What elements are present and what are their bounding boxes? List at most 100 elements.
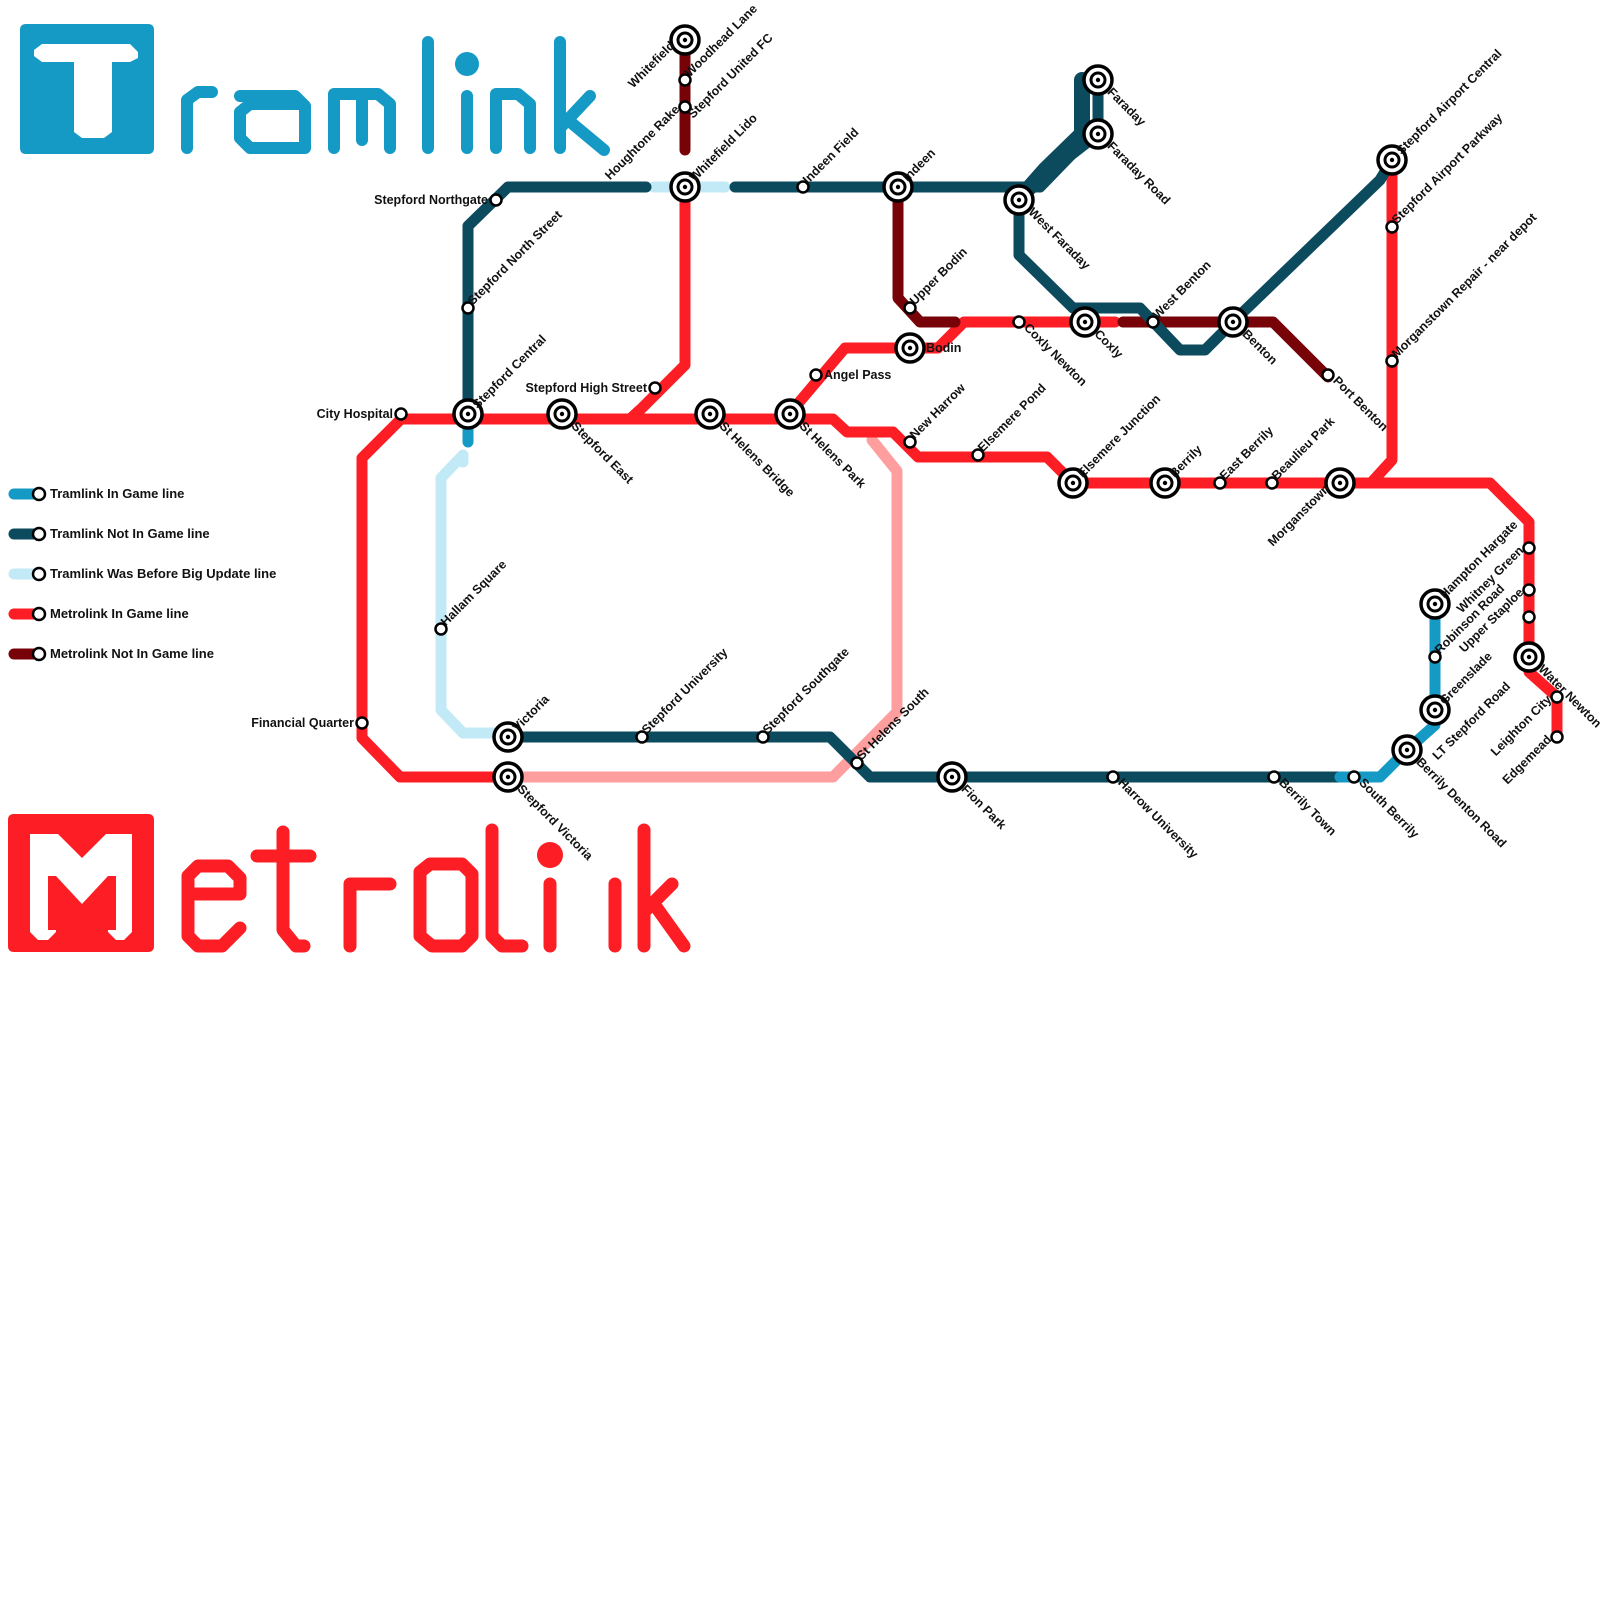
interchange-core-bodin [907, 345, 913, 351]
legend-station-icon [31, 566, 47, 582]
tramlink-logo-letter-m [328, 88, 396, 154]
station-label-st-helens-bridge: St Helens Bridge [717, 419, 798, 500]
station-label-hallam-square: Hallam Square [438, 557, 509, 628]
station-label-morganstown-repair-near-depot: Morganstown Repair - near depot [1389, 210, 1540, 361]
station-icon-harrow-university [1106, 770, 1120, 784]
station-label-benton: Benton [1240, 327, 1280, 367]
interchange-core-coxly [1082, 319, 1088, 325]
interchange-core-hampton-hargate [1432, 601, 1438, 607]
station-label-houghtone-rake: Houghtone Rake [602, 102, 682, 182]
legend-station-icon [31, 646, 47, 662]
station-label-south-berrily: South Berrily [1356, 776, 1421, 841]
metro-line-bodin [784, 342, 919, 419]
station-label-indeen-field: Indeen Field [800, 125, 861, 186]
station-label-financial-quarter: Financial Quarter [251, 716, 354, 730]
station-icon-financial-quarter [355, 716, 369, 730]
logos: Tramlink / Metrolink [8, 24, 691, 953]
station-icon-upper-bodin [903, 301, 917, 315]
station-label-berrily-town: Berrily Town [1276, 776, 1339, 839]
interchange-core-whitefield [682, 37, 688, 43]
station-icon-stepford-high-street [648, 381, 662, 395]
station-label-port-benton: Port Benton [1330, 374, 1390, 434]
station-label-berrily-denton-road: Berrily Denton Road [1414, 755, 1509, 850]
station-icon-berrily-town [1267, 770, 1281, 784]
station-icon-coxly-newton [1012, 315, 1026, 329]
station-label-upper-bodin: Upper Bodin [907, 245, 970, 308]
tramlink-logo-letter-r [181, 86, 218, 154]
station-icon-stepford-united-fc [678, 100, 692, 114]
station-label-victoria: Victoria [510, 691, 553, 734]
tram-nig-line-northgate [462, 181, 652, 425]
station-label-west-faraday: West Faraday [1026, 205, 1093, 272]
station-icon-stepford-north-street [461, 301, 475, 315]
tramlink-logo-letter-t [34, 44, 138, 138]
station-label-stepford-north-street: Stepford North Street [465, 207, 565, 307]
interchange-core-water-newton [1526, 654, 1532, 660]
legend-station-icon [31, 486, 47, 502]
legend-label: Metrolink Not In Game line [50, 646, 214, 661]
station-icon-beaulieu-park [1265, 476, 1279, 490]
station-icon-st-helens-south [850, 756, 864, 770]
station-label-new-harrow: New Harrow [907, 381, 968, 442]
station-label-berrily: Berrily [1167, 442, 1205, 480]
legend-label: Tramlink In Game line [50, 486, 184, 501]
interchange-core-stepford-central [465, 411, 471, 417]
legend-label: Tramlink Was Before Big Update line [50, 566, 276, 581]
tramlink-logo-letter-k [554, 36, 610, 156]
station-icon-east-berrily [1213, 476, 1227, 490]
interchange-core-faraday [1095, 77, 1101, 83]
station-icon-morganstown-repair-near-depot [1385, 354, 1399, 368]
interchange-core-st-helens-park [787, 411, 793, 417]
station-label-fion-park: Fion Park [959, 782, 1009, 832]
station-icon-stepford-southgate [756, 730, 770, 744]
metro-line-airport [1365, 154, 1398, 489]
metrolink-logo-letters-ink [543, 823, 691, 953]
metro-former-line-victoria [502, 434, 903, 783]
stations [355, 24, 1564, 793]
station-icon-angel-pass [809, 368, 823, 382]
station-icon-stepford-northgate [489, 193, 503, 207]
station-label-coxly: Coxly [1092, 327, 1126, 361]
metrolink-logo-dot [537, 842, 563, 868]
legend-label: Metrolink In Game line [50, 606, 189, 621]
interchange-core-berrily-denton-road [1404, 747, 1410, 753]
station-label-morganstown: Morganstown [1265, 482, 1332, 549]
metrolink-logo-letter-o [413, 857, 479, 953]
station-label-faraday: Faraday [1105, 85, 1149, 129]
station-icon-woodhead-lane [678, 73, 692, 87]
tramlink-logo-letters-in [461, 88, 536, 154]
interchange-core-west-faraday [1016, 197, 1022, 203]
metrolink-logo-letter-r [343, 877, 397, 953]
station-label-elsemere-pond: Elsemere Pond [975, 381, 1049, 455]
station-label-stepford-central: Stepford Central [470, 332, 549, 411]
station-label-whitefield-lido: Whitefield Lido [687, 111, 760, 184]
legend-label: Tramlink Not In Game line [50, 526, 210, 541]
station-icon-new-harrow [903, 435, 917, 449]
tramlink-logo-dot [455, 52, 479, 76]
station-label-elsemere-junction: Elsemere Junction [1075, 392, 1163, 480]
interchange-core-faraday-road [1095, 131, 1101, 137]
station-icon-robinson-road [1428, 650, 1442, 664]
interchange-core-morganstown [1337, 480, 1343, 486]
station-label-angel-pass: Angel Pass [824, 368, 891, 382]
interchange-core-benton [1230, 319, 1236, 325]
interchange-core-stepford-victoria [505, 774, 511, 780]
legend-station-icon [31, 526, 47, 542]
station-icon-elsemere-pond [971, 448, 985, 462]
interchange-core-greenslade [1432, 707, 1438, 713]
station-label-faraday-road: Faraday Road [1105, 139, 1173, 207]
station-icon-lt-stepford-road [1522, 610, 1536, 624]
station-label-bodin: Bodin [926, 341, 961, 355]
station-label-stepford-east: Stepford East [569, 419, 637, 487]
metrolink-logo-letter-e [181, 859, 247, 953]
station-icon-stepford-airport-parkway [1385, 220, 1399, 234]
station-icon-city-hospital [394, 407, 408, 421]
station-label-stepford-northgate: Stepford Northgate [374, 193, 488, 207]
station-icon-west-benton [1146, 315, 1160, 329]
station-icon-stepford-university [635, 730, 649, 744]
interchange-core-stepford-east [559, 411, 565, 417]
interchange-core-berrily [1162, 480, 1168, 486]
station-label-harrow-university: Harrow University [1115, 776, 1201, 862]
